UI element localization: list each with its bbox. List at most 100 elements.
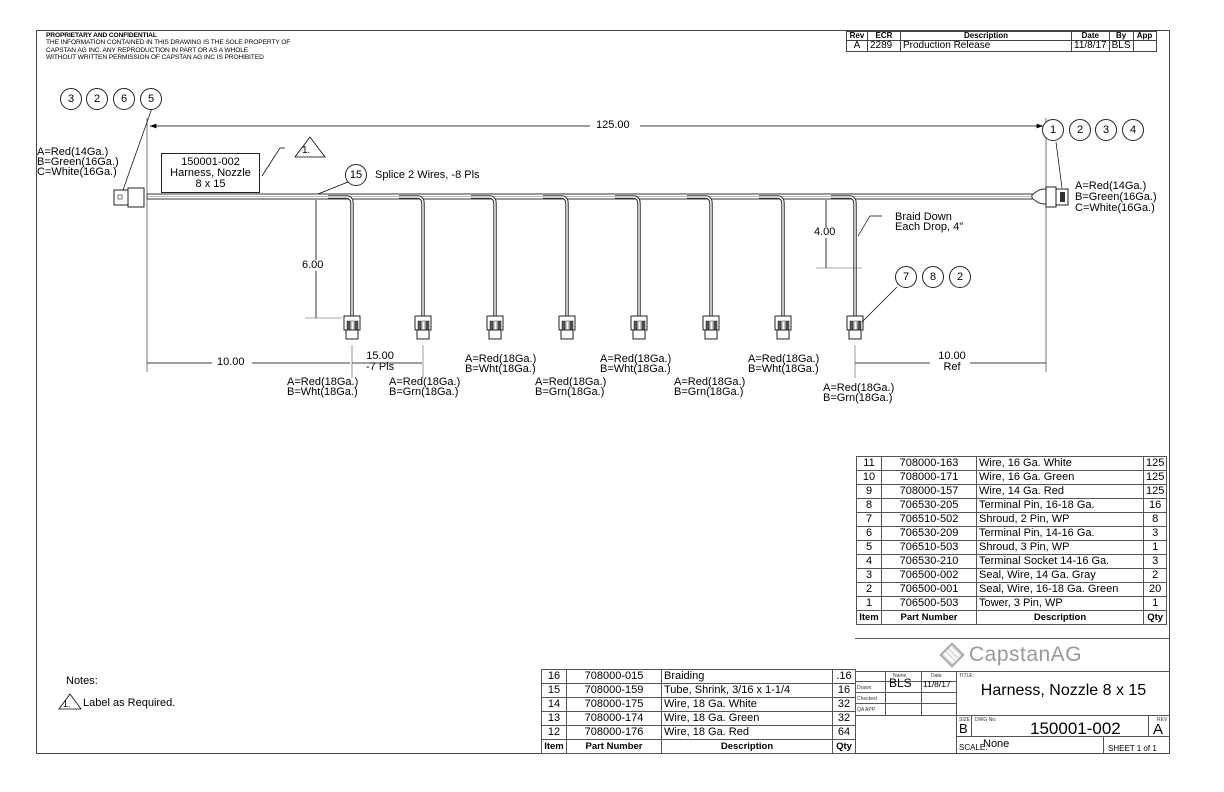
right-pinout: A=Red(14Ga.) B=Green(16Ga.) C=White(16Ga…	[1075, 181, 1157, 214]
drop-pinout-1: A=Red(18Ga.) B=Wht(18Ga.)	[287, 377, 358, 398]
proprietary-heading: PROPRIETARY AND CONFIDENTIAL	[46, 32, 157, 39]
pinout-line: B=Wht(18Ga.)	[287, 386, 358, 398]
bom-description: Seal, Wire, 16-18 Ga. Green	[976, 582, 1144, 597]
pinout-line: B=Grn(18Ga.)	[535, 386, 605, 398]
bom-description: Braiding	[661, 669, 833, 684]
item-balloon: 6	[113, 88, 135, 110]
notes-item: Label as Required.	[83, 697, 176, 709]
bom-part-number: 706510-502	[881, 512, 977, 527]
bom-part-number: 706500-002	[881, 568, 977, 583]
bom-qty: 125	[1142, 470, 1168, 485]
item-balloon: 7	[895, 266, 917, 288]
sheet-number: SHEET 1 of 1	[1108, 744, 1157, 753]
pinout-line: B=Wht(18Ga.)	[748, 363, 819, 375]
bom-part-number: 708000-163	[881, 456, 977, 471]
pinout-line: A=Red(18Ga.)	[600, 353, 672, 365]
bom-item: 13	[541, 711, 567, 726]
bom-description: Wire, 16 Ga. Green	[976, 470, 1144, 485]
bom-qty: 32	[832, 711, 856, 726]
note-flag-triangle	[294, 136, 326, 158]
pinout-line: B=Green(16Ga.)	[37, 156, 119, 168]
proprietary-line: THE INFORMATION CONTAINED IN THIS DRAWIN…	[46, 39, 291, 47]
bom-part-number: 708000-171	[881, 470, 977, 485]
pinout-line: B=Wht(18Ga.)	[465, 363, 536, 375]
leader-line	[122, 107, 153, 191]
drop-pinout-3: A=Red(18Ga.) B=Wht(18Ga.)	[465, 354, 536, 375]
label-name: Harness, Nozzle	[170, 167, 251, 179]
bom-description: Seal, Wire, 14 Ga. Gray	[976, 568, 1144, 583]
rev-label: REV	[1157, 717, 1168, 723]
bom-description: Wire, 16 Ga. White	[976, 456, 1144, 471]
drawing-rev: A	[1153, 721, 1164, 738]
pinout-line: A=Red(14Ga.)	[1075, 180, 1147, 192]
bom-qty: 20	[1142, 582, 1168, 597]
drawn-by: BLS	[889, 676, 912, 690]
label-size: 8 x 15	[195, 178, 226, 190]
bom-item: 15	[541, 683, 567, 698]
bom-part-number: 708000-015	[566, 669, 662, 684]
bom-item: 12	[541, 725, 567, 740]
date-label: Date	[931, 673, 942, 679]
leader-line	[317, 181, 349, 195]
bom-part-number: 706500-001	[881, 582, 977, 597]
drawn-date: 11/8/17	[923, 679, 951, 689]
logo-mark-icon	[939, 642, 965, 669]
drop-pinout-5: A=Red(18Ga.) B=Wht(18Ga.)	[600, 353, 672, 375]
bom-item: 16	[541, 669, 567, 684]
name-label: Name	[893, 673, 907, 679]
bom-qty: 3	[1142, 554, 1168, 569]
bom-qty: 8	[1142, 512, 1168, 527]
bom-item: 1	[856, 596, 882, 611]
bom-part-number: 706530-205	[881, 498, 977, 513]
dimension-drop-length: 6.00	[300, 259, 326, 271]
pinout-line: C=White(16Ga.)	[1075, 202, 1155, 214]
bom-qty: 125	[1142, 484, 1168, 499]
dimension-braid-length: 4.00	[812, 226, 838, 238]
bom-description: Tube, Shrink, 3/16 x 1-1/4	[661, 683, 833, 698]
dimension-last-ref: 10.00 Ref	[932, 351, 972, 373]
item-balloon: 8	[922, 266, 944, 288]
dimension-spacing: 15.00 -7 Pls	[366, 351, 394, 373]
braid-line: Each Drop, 4"	[895, 221, 964, 233]
bom-description: Wire, 18 Ga. Green	[661, 711, 833, 726]
rev-value: A	[846, 40, 868, 52]
bom-part-number: 706530-209	[881, 526, 977, 541]
item-balloon: 1	[1042, 119, 1064, 141]
bom-header-cell: Description	[976, 610, 1144, 625]
bom-header-cell: Qty	[832, 739, 856, 754]
proprietary-line: CAPSTAN AG INC. ANY REPRODUCTION IN PART…	[46, 46, 249, 54]
leader-line	[1055, 141, 1063, 189]
pinout-line: B=Grn(18Ga.)	[674, 386, 744, 398]
scale-value: None	[983, 738, 1010, 750]
braid-callout: Braid Down Each Drop, 4"	[895, 212, 964, 233]
bom-item: 4	[856, 554, 882, 569]
bom-qty: 16	[832, 683, 856, 698]
drop-pinout-8: A=Red(18Ga.) B=Grn(18Ga.)	[823, 383, 894, 404]
bom-header-cell: Part Number	[881, 610, 977, 625]
notes-flag: 1.	[63, 699, 71, 709]
bom-qty: 64	[832, 725, 856, 740]
bom-part-number: 708000-175	[566, 697, 662, 712]
bom-header-cell: Item	[541, 739, 567, 754]
bom-item: 14	[541, 697, 567, 712]
item-balloon: 4	[1122, 119, 1144, 141]
bom-part-number: 708000-174	[566, 711, 662, 726]
bom-item: 2	[856, 582, 882, 597]
bom-item: 7	[856, 512, 882, 527]
drop-connector	[543, 195, 576, 340]
drop-group	[328, 195, 864, 340]
drop-connector	[471, 195, 504, 340]
title-block: CapstanAG Name Date Drawn Checked QA APP…	[855, 638, 1170, 754]
item-balloon: 2	[1069, 119, 1091, 141]
label-part-number: 150001-002	[181, 156, 240, 168]
ecr-value: 2289	[867, 40, 901, 52]
item-balloon: 5	[140, 88, 162, 110]
